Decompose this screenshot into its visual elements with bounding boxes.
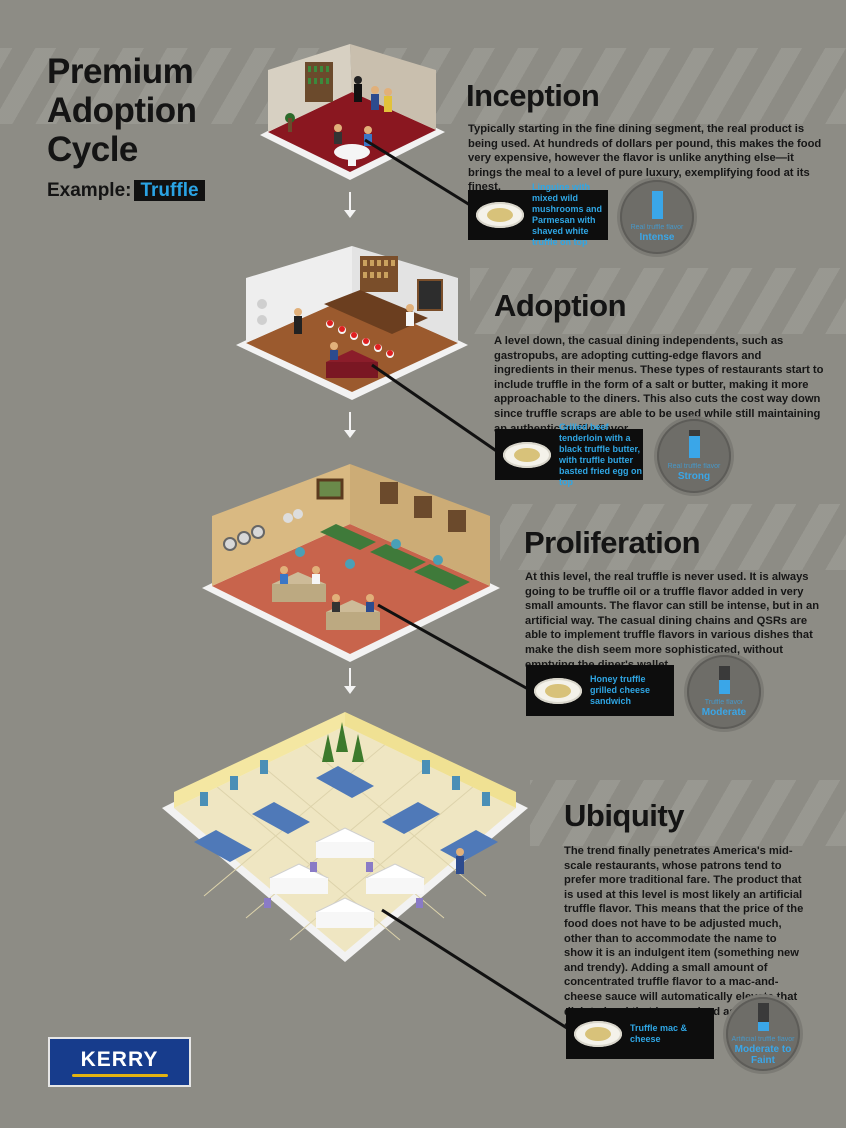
- meter-caption: Real truffle flavor: [630, 224, 684, 231]
- stripe-band: [500, 504, 846, 570]
- example-value: Truffle: [134, 180, 205, 201]
- intensity-bar: [757, 1002, 769, 1031]
- meter-caption: Artificial truffle flavor: [731, 1035, 795, 1043]
- intensity-meter: Real truffle flavor Strong: [657, 419, 731, 493]
- casual-chain-illustration: [202, 464, 500, 662]
- meter-caption: Real truffle flavor: [667, 463, 721, 470]
- stage-description: A level down, the casual dining independ…: [494, 335, 824, 435]
- kerry-logo: KERRY: [48, 1037, 191, 1087]
- stage-title-ubiquity: Ubiquity: [564, 798, 685, 833]
- arrow-down-icon: [344, 412, 356, 438]
- arrow-down-icon: [344, 192, 356, 218]
- intensity-bar: [688, 430, 700, 458]
- dish-label: Linguine with mixed wild mushrooms and P…: [532, 182, 603, 247]
- plate-icon: [476, 202, 524, 228]
- example-label: Example:: [47, 180, 132, 201]
- intensity-bar: [718, 666, 730, 694]
- dish-card: Grilled beef tenderloin with a black tru…: [495, 422, 643, 487]
- stage-title-adoption: Adoption: [494, 288, 627, 323]
- stage-description: At this level, the real truffle is never…: [525, 571, 820, 671]
- page-title: Premium Adoption Cycle: [47, 52, 197, 169]
- stripe-band: [530, 780, 846, 846]
- logo-wordmark: KERRY: [80, 1047, 159, 1071]
- stage-description: Typically starting in the fine dining se…: [468, 123, 822, 194]
- intensity-meter: Real truffle flavor Intense: [620, 180, 694, 254]
- intensity-meter: Truffle flavor Moderate: [687, 655, 761, 729]
- mid-scale-illustration: [162, 712, 528, 962]
- plate-icon: [503, 441, 551, 468]
- dish-label: Honey truffle grilled cheese sandwich: [590, 674, 651, 706]
- dish-label: Truffle mac & cheese: [630, 1022, 688, 1044]
- intensity-bar-fill: [651, 191, 663, 219]
- intensity-bar-fill: [688, 435, 700, 458]
- dish-card: Linguine with mixed wild mushrooms and P…: [468, 182, 608, 247]
- intensity-value: Intense: [639, 232, 675, 243]
- intensity-value: Moderate: [701, 707, 747, 718]
- stage-title-inception: Inception: [466, 78, 600, 113]
- intensity-value: Moderate to Faint: [734, 1043, 792, 1066]
- arrow-down-icon: [344, 668, 356, 694]
- gastropub-illustration: [236, 246, 468, 400]
- meter-caption: Truffle flavor: [704, 699, 744, 706]
- plate-icon: [534, 677, 582, 704]
- dish-label: Grilled beef tenderloin with a black tru…: [559, 421, 643, 487]
- logo-swoosh: [71, 1073, 168, 1077]
- dish-card: Honey truffle grilled cheese sandwich: [526, 665, 674, 716]
- intensity-meter: Artificial truffle flavor Moderate to Fa…: [726, 997, 800, 1071]
- plate-icon: [574, 1020, 622, 1047]
- example-line: Example:Truffle: [47, 180, 205, 202]
- intensity-bar-fill: [757, 1022, 769, 1031]
- intensity-bar: [651, 191, 663, 219]
- dish-card: Truffle mac & cheese: [566, 1008, 714, 1059]
- intensity-bar-fill: [718, 680, 730, 694]
- intensity-value: Strong: [677, 471, 711, 482]
- stage-title-proliferation: Proliferation: [524, 525, 701, 560]
- stripe-band: [470, 268, 846, 334]
- fine-dining-illustration: [260, 44, 445, 180]
